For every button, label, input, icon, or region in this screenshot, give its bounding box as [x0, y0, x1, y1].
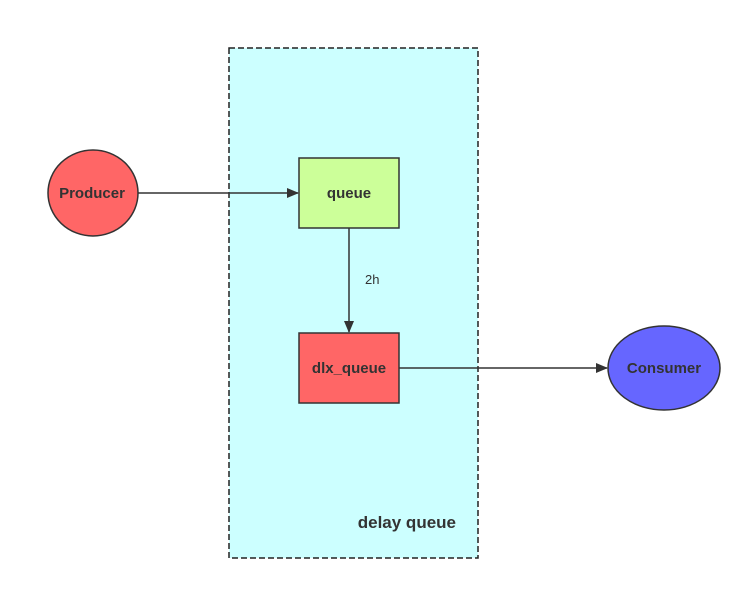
delay-queue-group-label: delay queue [358, 513, 456, 532]
producer-node [47, 149, 139, 237]
producer-node-label: Producer [59, 185, 125, 202]
queue-node [298, 157, 400, 229]
consumer-node [607, 325, 721, 411]
consumer-node-label: Consumer [627, 360, 701, 377]
edge-queue-to-dlx-queue-label: 2h [365, 272, 379, 287]
queue-node-label: queue [327, 185, 371, 202]
delay-queue-group [228, 47, 479, 559]
dlx-queue-node-label: dlx_queue [312, 360, 386, 377]
dlx-queue-node [298, 332, 400, 404]
